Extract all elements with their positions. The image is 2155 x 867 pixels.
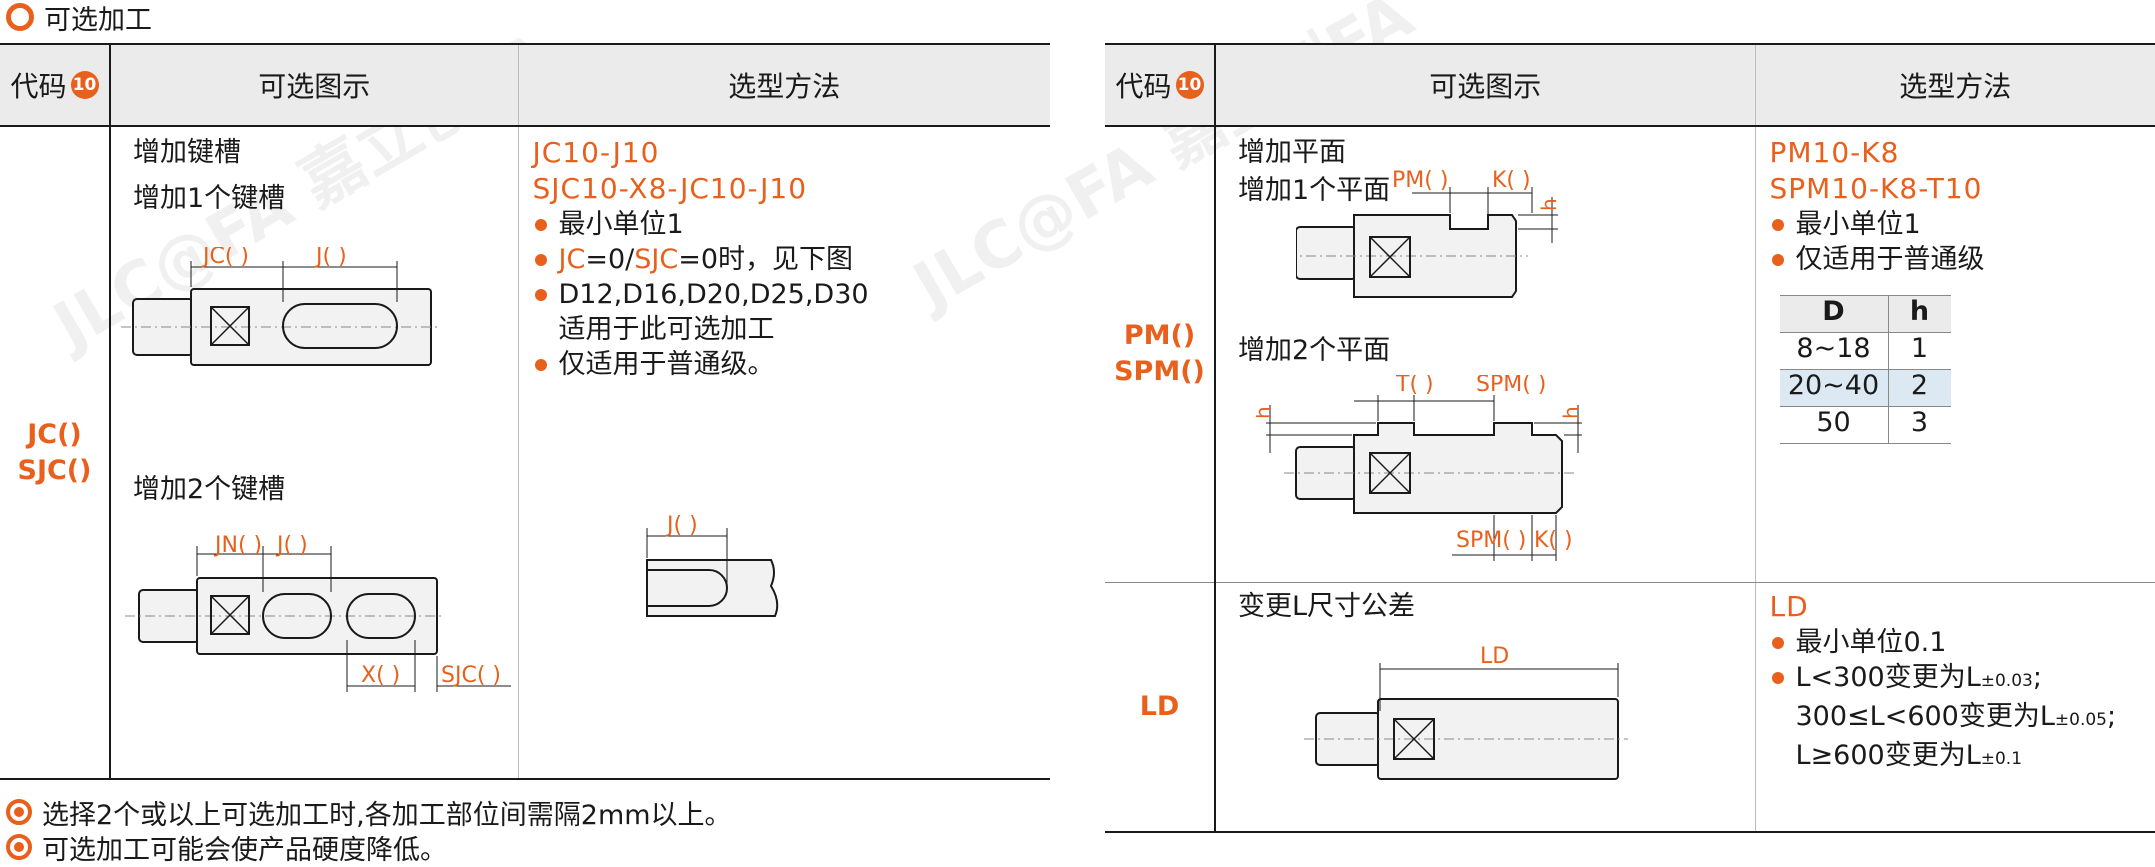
flat-one-drawing: PM( ) K( ) h (1296, 168, 1561, 298)
label-sjc: SJC( ) (441, 663, 501, 688)
label-pm: PM( ) (1392, 168, 1448, 193)
list-item: 最小单位1 (1770, 207, 2150, 242)
header-figure: 可选图示 (110, 43, 519, 127)
label-x: X( ) (361, 663, 400, 688)
title-keyway: 增加键槽 (133, 137, 241, 168)
figure-cell-flat: 增加平面 增加1个平面 增加2个平面 PM( ) K( ) (1215, 126, 1756, 583)
title-two-flat: 增加2个平面 (1238, 335, 1391, 366)
label-jn: JN( ) (213, 533, 262, 558)
list-item: 仅适用于普通级 (1770, 242, 2150, 277)
list-item: JC=0/SJC=0时，见下图 (533, 242, 1043, 277)
title-one-keyway: 增加1个键槽 (133, 183, 286, 214)
label-k: K( ) (1492, 168, 1531, 193)
title-two-keyway: 增加2个键槽 (133, 474, 286, 505)
method-list: 最小单位1 JC=0/SJC=0时，见下图 D12,D16,D20,D25,D3… (533, 207, 1043, 382)
code-badge: 10 (70, 71, 99, 99)
section-title: 可选加工 (0, 0, 152, 36)
keyway-one-drawing: JC( ) J( ) (121, 247, 441, 366)
flat-two-drawing: T( ) SPM( ) h h SPM( ) K( ) (1256, 375, 1583, 561)
list-item: 最小单位0.1 (1770, 625, 2154, 660)
keyway-two-drawing: JN( ) J( ) X( ) SJC( ) (125, 533, 511, 692)
list-item: 仅适用于普通级。 (533, 347, 1043, 382)
method-cell-ld: LD 最小单位0.1 L<300变更为L±0.03;300≤L<600变更为L±… (1755, 582, 2155, 833)
code-badge: 10 (1175, 71, 1204, 99)
title-flat: 增加平面 (1238, 137, 1346, 168)
note-hardness: 可选加工可能会使产品硬度降低。 (0, 830, 447, 866)
header-method: 选型方法 (518, 43, 1050, 127)
label-j: J( ) (314, 247, 347, 269)
title-one-flat: 增加1个平面 (1238, 175, 1391, 206)
label-h-left: h (1256, 406, 1275, 419)
ring-icon (6, 3, 34, 31)
label-jc: JC( ) (201, 247, 249, 269)
figure-cell-ld: 变更L尺寸公差 LD (1215, 582, 1756, 833)
method-cell-keyway: JC10-J10 SJC10-X8-JC10-J10 最小单位1 JC=0/SJ… (518, 126, 1050, 780)
note-icon (6, 799, 32, 825)
label-spm-bottom: SPM( ) (1456, 528, 1526, 553)
ld-drawing: LD (1304, 644, 1628, 780)
model-pm: PM10-K8 (1769, 136, 1900, 169)
label-j-two: J( ) (275, 533, 308, 558)
note-spacing: 选择2个或以上可选加工时,各加工部位间需隔2mm以上。 (0, 795, 732, 831)
keyway-end-drawing: J( ) (645, 513, 778, 617)
method-list-flat: 最小单位1 仅适用于普通级 (1770, 207, 2150, 277)
figure-cell-keyway: 增加键槽 增加1个键槽 增加2个键槽 JC( ) J( ) (110, 126, 519, 780)
label-spm: SPM( ) (1476, 375, 1546, 397)
label-j-end: J( ) (665, 513, 698, 538)
code-jc: JC()SJC() (0, 126, 111, 780)
method-list-ld: 最小单位0.1 L<300变更为L±0.03;300≤L<600变更为L±0.0… (1770, 625, 2154, 777)
label-k-bottom: K( ) (1534, 528, 1573, 553)
note-icon (6, 834, 32, 860)
model-spm: SPM10-K8-T10 (1769, 172, 1983, 205)
label-ld: LD (1480, 644, 1509, 669)
code-pm: PM()SPM() (1105, 126, 1216, 583)
header-method-right: 选型方法 (1755, 43, 2155, 127)
code-ld: LD (1105, 582, 1216, 833)
label-h: h (1537, 198, 1561, 211)
list-item: L<300变更为L±0.03;300≤L<600变更为L±0.05;L≥600变… (1770, 660, 2154, 777)
header-figure-right: 可选图示 (1215, 43, 1756, 127)
label-h-right: h (1559, 406, 1583, 419)
model-jc: JC10-J10 (532, 136, 660, 169)
label-t: T( ) (1395, 375, 1434, 397)
model-ld: LD (1769, 589, 1809, 623)
title-ld: 变更L尺寸公差 (1238, 590, 1416, 622)
model-sjc: SJC10-X8-JC10-J10 (532, 172, 808, 205)
list-item: 最小单位1 (533, 207, 1043, 242)
